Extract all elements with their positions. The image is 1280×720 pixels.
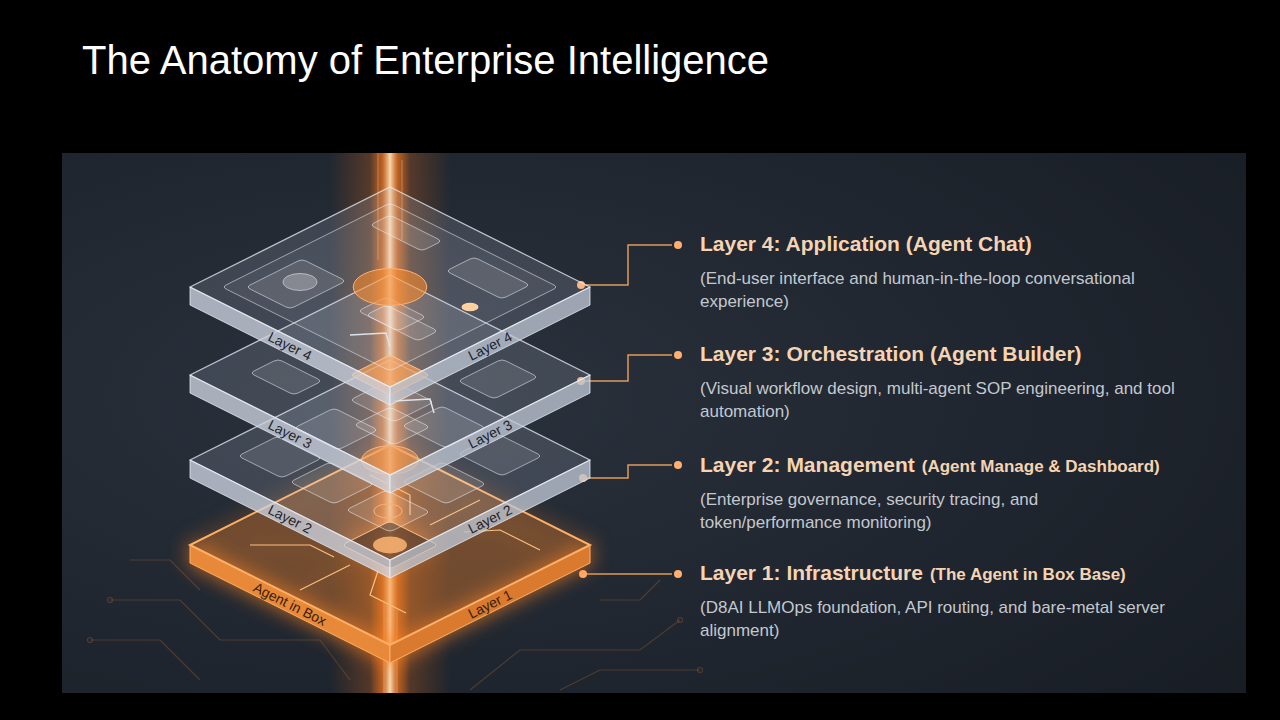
layer-description-box: (Enterprise governance, security tracing… xyxy=(700,488,1140,534)
heading-note: (The Agent in Box Base) xyxy=(930,565,1126,584)
robot-arm xyxy=(350,325,402,351)
circuit-trace xyxy=(250,530,334,572)
layer-description-box: (D8AI LLMOps foundation, API routing, an… xyxy=(700,596,1180,642)
ui-card xyxy=(290,462,374,504)
slab-surface xyxy=(220,460,560,630)
layer-description-box: (End-user interface and human-in-the-loo… xyxy=(700,267,1210,313)
ui-card xyxy=(354,407,430,445)
slab-shape xyxy=(180,177,600,415)
ui-card xyxy=(350,355,430,395)
ui-card xyxy=(358,297,426,331)
layer-description-box: (Visual workflow design, multi-agent SOP… xyxy=(700,377,1210,423)
ui-card xyxy=(222,203,558,371)
heading-text: Layer 2: Management xyxy=(700,453,915,476)
layer-description: (Visual workflow design, multi-agent SOP… xyxy=(700,377,1210,423)
ui-card xyxy=(238,436,322,478)
ui-dot xyxy=(276,270,324,294)
ui-card xyxy=(294,408,378,450)
slab-surface xyxy=(222,203,558,371)
ui-card xyxy=(446,257,530,299)
circuit-trace xyxy=(350,475,430,515)
ui-dot xyxy=(350,440,430,480)
robot-arm xyxy=(394,391,446,417)
heading-text: Layer 4: Application (Agent Chat) xyxy=(700,232,1032,255)
ui-card xyxy=(458,359,538,399)
layer-heading: Layer 2: Management (Agent Manage & Dashb… xyxy=(700,452,1160,480)
layer-slab: Layer 4Layer 4 xyxy=(180,177,600,415)
ui-dot xyxy=(458,301,482,313)
ui-card xyxy=(370,215,442,251)
leader-lines xyxy=(582,245,672,574)
ui-card xyxy=(246,259,346,309)
layer-heading: Layer 1: Infrastructure (The Agent in Box… xyxy=(700,560,1126,588)
slab-top xyxy=(190,445,590,645)
layer-description: (End-user interface and human-in-the-loo… xyxy=(700,267,1210,313)
layer-heading: Layer 4: Application (Agent Chat) xyxy=(700,231,1032,257)
ui-dot xyxy=(338,261,442,313)
circuit-trace xyxy=(464,522,540,560)
circuit-trace xyxy=(430,500,480,525)
ui-card xyxy=(402,462,486,504)
ui-dot xyxy=(368,501,408,521)
panel xyxy=(62,153,1246,693)
layer-description: (D8AI LLMOps foundation, API routing, an… xyxy=(700,596,1180,642)
layer-heading: Layer 3: Orchestration (Agent Builder) xyxy=(700,341,1082,367)
layer-description: (Enterprise governance, security tracing… xyxy=(700,488,1140,534)
heading-text: Layer 1: Infrastructure xyxy=(700,561,923,584)
heading-note: (Agent Manage & Dashboard) xyxy=(922,457,1160,476)
ui-card xyxy=(366,305,438,341)
circuit-trace xyxy=(300,565,350,590)
ui-card xyxy=(350,380,434,422)
ui-dot xyxy=(366,533,414,557)
slide-title: The Anatomy of Enterprise Intelligence xyxy=(82,36,769,84)
ui-card xyxy=(342,521,438,569)
title-box: The Anatomy of Enterprise Intelligence xyxy=(82,36,769,84)
circuit-trace xyxy=(350,571,434,613)
ui-card xyxy=(346,490,430,532)
heading-text: Layer 3: Orchestration (Agent Builder) xyxy=(700,342,1082,365)
ui-card xyxy=(250,359,322,395)
ui-card xyxy=(402,406,486,448)
leader-dots xyxy=(577,241,682,578)
ui-card xyxy=(458,434,542,476)
